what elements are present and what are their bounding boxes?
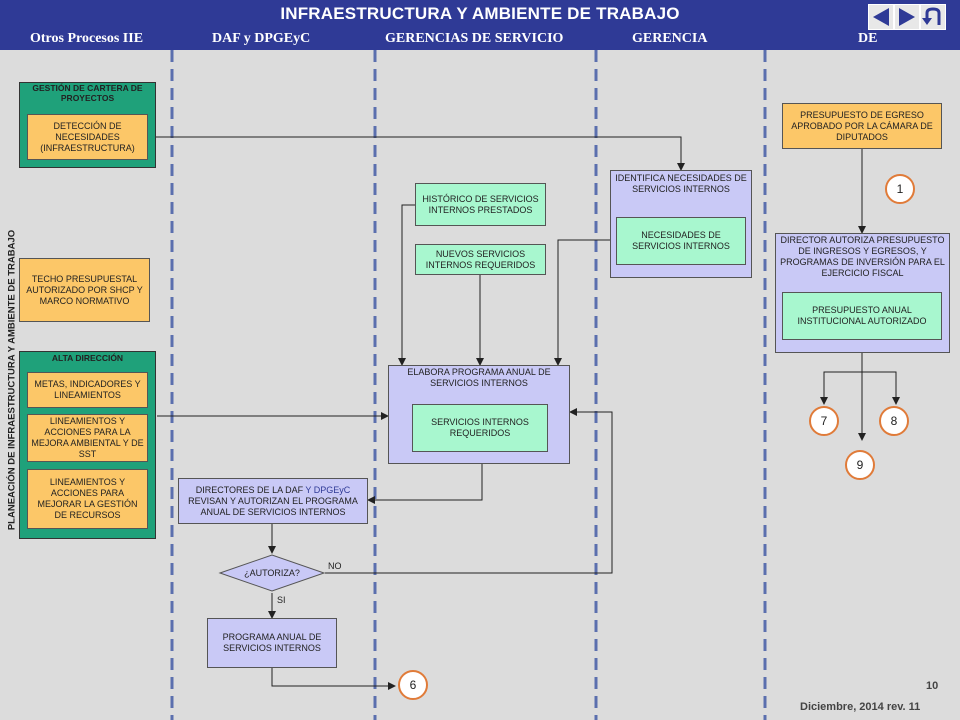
connector-7: 7	[809, 406, 839, 436]
nav-forward-button[interactable]	[894, 4, 920, 30]
directores-prefix: DIRECTORES DE LA DAF	[195, 484, 306, 495]
connector-8: 8	[879, 406, 909, 436]
column-otros-procesos: Otros Procesos IIE	[30, 31, 144, 46]
nav-return-button[interactable]	[920, 4, 946, 30]
director-autoriza-title: DIRECTOR AUTORIZA PRESUPUESTO DE INGRESO…	[780, 235, 945, 278]
presupuesto-anual-box: PRESUPUESTO ANUAL INSTITUCIONAL AUTORIZA…	[782, 292, 942, 340]
connector-6: 6	[398, 670, 428, 700]
elabora-programa-title: ELABORA PROGRAMA ANUAL DE SERVICIOS INTE…	[407, 367, 551, 388]
no-label: NO	[328, 561, 342, 571]
historico-servicios-box: HISTÓRICO DE SERVICIOS INTERNOS PRESTADO…	[415, 183, 546, 226]
gestion-cartera-title: GESTIÓN DE CARTERA DE PROYECTOS	[32, 83, 143, 103]
techo-presupuestal-box: TECHO PRESUPUESTAL AUTORIZADO POR SHCP Y…	[19, 258, 150, 322]
side-label: PLANEACIÓN DE INFRAESTRUCTURA Y AMBIENTE…	[6, 229, 18, 531]
connector-1: 1	[885, 174, 915, 204]
connector-9: 9	[845, 450, 875, 480]
column-daf-dpgeyc: DAF y DPGEyC	[212, 31, 311, 46]
page-title: INFRAESTRUCTURA Y AMBIENTE DE TRABAJO	[280, 4, 680, 23]
directores-rest: REVISAN Y AUTORIZAN EL PROGRAMA ANUAL DE…	[188, 495, 358, 517]
triangle-right-icon	[899, 8, 915, 26]
necesidades-servicios-box: NECESIDADES DE SERVICIOS INTERNOS	[616, 217, 746, 265]
presupuesto-egreso-box: PRESUPUESTO DE EGRESO APROBADO POR LA CÁ…	[782, 103, 942, 149]
column-de: DE	[858, 31, 878, 46]
deteccion-necesidades-box: DETECCIÓN DE NECESIDADES (INFRAESTRUCTUR…	[27, 114, 148, 160]
nuevos-servicios-box: NUEVOS SERVICIOS INTERNOS REQUERIDOS	[415, 244, 546, 275]
column-gerencia: GERENCIA	[632, 31, 708, 46]
lineamientos-recursos-box: LINEAMIENTOS Y ACCIONES PARA MEJORAR LA …	[27, 469, 148, 529]
alta-direccion-title: ALTA DIRECCIÓN	[51, 353, 124, 363]
triangle-left-icon	[873, 8, 889, 26]
directores-revisan-box: DIRECTORES DE LA DAF Y DPGEyC REVISAN Y …	[178, 478, 368, 524]
directores-highlight: Y DPGEyC	[305, 484, 351, 495]
servicios-requeridos-box: SERVICIOS INTERNOS REQUERIDOS	[412, 404, 548, 452]
lineamientos-ambiental-box: LINEAMIENTOS Y ACCIONES PARA LA MEJORA A…	[27, 414, 148, 462]
nav-back-button[interactable]	[868, 4, 894, 30]
decision-diamond	[218, 554, 326, 592]
column-gerencias-servicio: GERENCIAS DE SERVICIO	[385, 31, 564, 46]
si-label: SI	[277, 595, 286, 605]
decision-label: ¿AUTORIZA?	[244, 568, 300, 578]
header-bar	[0, 0, 960, 50]
page-number: 10	[926, 680, 939, 692]
footer-date: Diciembre, 2014 rev. 11	[800, 701, 921, 713]
identifica-necesidades-title: IDENTIFICA NECESIDADES DE SERVICIOS INTE…	[615, 173, 747, 194]
return-arrow-icon	[922, 7, 941, 25]
programa-anual-box: PROGRAMA ANUAL DE SERVICIOS INTERNOS	[207, 618, 337, 668]
metas-indicadores-box: METAS, INDICADORES Y LINEAMIENTOS	[27, 372, 148, 408]
